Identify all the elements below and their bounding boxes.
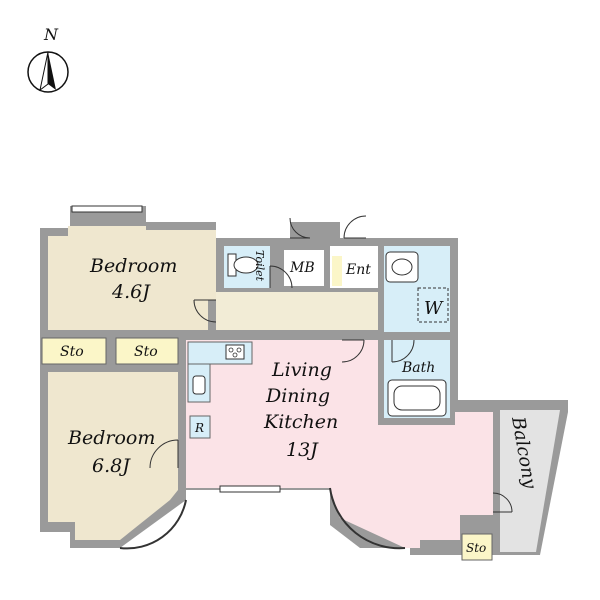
fridge-space — [189, 415, 211, 439]
door-entrance — [343, 215, 367, 239]
basin-icon — [385, 251, 419, 283]
compass-label: N — [43, 25, 59, 44]
toilet-label: Toilet — [253, 250, 266, 282]
door-balcony — [492, 492, 513, 513]
mb-label: MB — [289, 260, 315, 276]
storage-left — [41, 337, 107, 365]
window-ldk-south — [219, 485, 281, 493]
fridge-label: R — [194, 421, 204, 435]
window-bedroom-arc — [119, 499, 187, 550]
ldk-line3: Kitchen — [263, 411, 338, 433]
ldk-line1: Living — [271, 359, 332, 381]
bedroom-upper-size: 4.6J — [111, 281, 151, 303]
bedroom-lower-size: 6.8J — [92, 455, 131, 477]
entrance-step — [332, 256, 342, 286]
north-arrow-icon — [27, 51, 69, 93]
entrance-label: Ent — [345, 262, 371, 278]
bedroom-upper-floor — [48, 226, 216, 330]
door-mb — [289, 217, 311, 239]
window-ldk-arc — [329, 487, 406, 550]
door-ldk — [341, 339, 365, 363]
bedroom-lower-name: Bedroom — [67, 427, 155, 449]
window-bedroom-north — [71, 205, 143, 213]
storage-mid — [115, 337, 179, 365]
storage-right-label: Sto — [466, 541, 486, 555]
stove-icon — [225, 344, 245, 360]
ldk-line2: Dining — [265, 385, 330, 407]
ldk-size: 13J — [286, 439, 319, 461]
storage-mid-label: Sto — [134, 344, 158, 360]
storage-left-label: Sto — [60, 344, 84, 360]
washer-space — [417, 287, 449, 323]
washer-label: W — [424, 298, 444, 319]
bedroom-lower-floor — [48, 372, 178, 540]
ldk-floor — [186, 340, 493, 548]
doors — [71, 205, 513, 550]
door-bedroom-lower — [149, 439, 179, 469]
north-compass: N — [27, 25, 69, 93]
fixtures — [192, 251, 449, 417]
bedroom-upper-name: Bedroom — [89, 255, 177, 277]
toilet-icon — [227, 253, 259, 277]
corridor-floor — [216, 292, 378, 330]
door-bath — [391, 339, 415, 363]
door-bedroom-upper — [193, 299, 217, 323]
door-toilet — [269, 265, 293, 289]
bathtub-icon — [387, 379, 447, 417]
balcony-floor — [500, 410, 560, 552]
bath-label: Bath — [401, 360, 435, 376]
storage-right — [461, 533, 493, 561]
sink-icon — [192, 375, 206, 395]
